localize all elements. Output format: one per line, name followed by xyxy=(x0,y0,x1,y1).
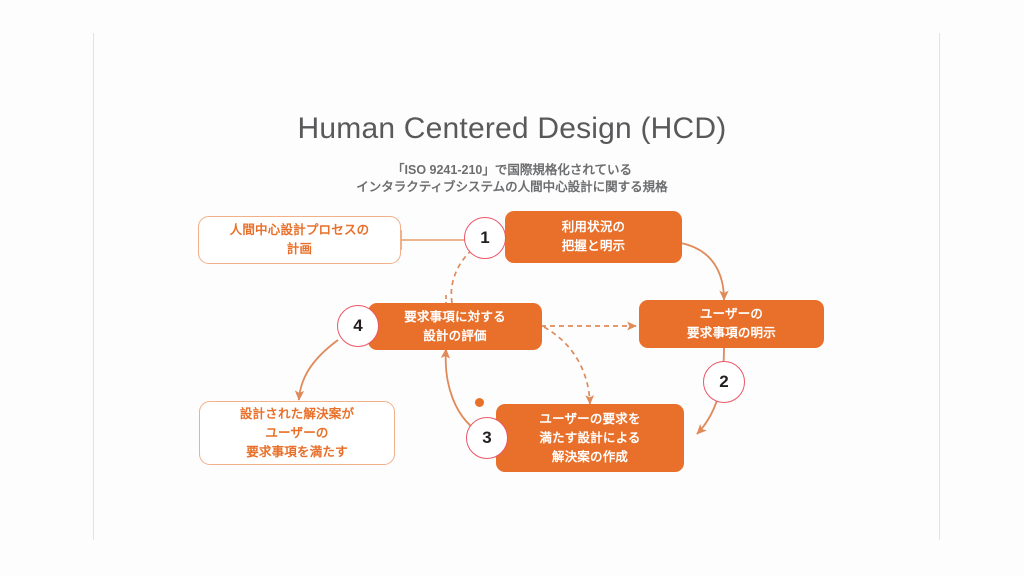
step-circle-3[interactable]: 3 xyxy=(466,417,508,459)
node-step4[interactable]: 要求事項に対する 設計の評価 xyxy=(368,303,542,350)
page-subtitle: 「ISO 9241-210」で国際規格化されている インタラクティブシステムの人… xyxy=(0,162,1024,196)
node-plan-line-1: 人間中心設計プロセスの xyxy=(229,223,370,237)
connector-step4-to-step1-dashed xyxy=(450,247,475,304)
node-step3-line-3: 解決案の作成 xyxy=(551,449,629,464)
connector-step4-to-satisfied xyxy=(294,339,339,401)
node-step2-line-2: 要求事項の明示 xyxy=(687,326,776,340)
node-step1-line-2: 把握と明示 xyxy=(561,239,626,253)
node-satisfied[interactable]: 設計された解決案が ユーザーの 要求事項を満たす xyxy=(199,401,395,465)
node-step3[interactable]: ユーザーの要求を 満たす設計による 解決案の作成 xyxy=(496,404,684,472)
step-circle-3-number: 3 xyxy=(482,428,492,447)
node-plan-line-2: 計画 xyxy=(286,242,313,256)
node-step4-line-1: 要求事項に対する xyxy=(404,309,506,324)
accent-dot-icon xyxy=(475,398,484,407)
subtitle-line-2: インタラクティブシステムの人間中心設計に関する規格 xyxy=(356,180,668,194)
step-circle-4-number: 4 xyxy=(353,316,363,335)
node-step1-line-1: 利用状況の xyxy=(561,220,626,234)
step-circle-2-number: 2 xyxy=(719,372,729,391)
node-satisfied-line-1: 設計された解決案が xyxy=(239,406,355,421)
connector-step4-to-step3-dashed xyxy=(543,326,595,405)
slide-frame-line-left xyxy=(93,33,94,540)
subtitle-line-1: 「ISO 9241-210」で国際規格化されている xyxy=(392,163,632,177)
step-circle-1-number: 1 xyxy=(480,228,490,247)
node-step1[interactable]: 利用状況の 把握と明示 xyxy=(505,211,682,263)
node-step2[interactable]: ユーザーの 要求事項の明示 xyxy=(639,300,824,348)
step-circle-4[interactable]: 4 xyxy=(337,305,379,347)
node-step3-line-1: ユーザーの要求を xyxy=(539,411,641,426)
step-circle-1[interactable]: 1 xyxy=(464,217,506,259)
step-circle-2[interactable]: 2 xyxy=(703,361,745,403)
node-satisfied-line-2: ユーザーの xyxy=(265,425,329,440)
slide-frame-line-right xyxy=(939,33,940,540)
node-step3-line-2: 満たす設計による xyxy=(539,430,641,445)
node-satisfied-line-3: 要求事項を満たす xyxy=(246,444,348,459)
connector-plan-to-step1 xyxy=(400,230,465,250)
connector-step1-to-step2 xyxy=(680,242,729,301)
page-title: Human Centered Design (HCD) xyxy=(297,112,727,145)
node-step2-line-1: ユーザーの xyxy=(699,307,764,321)
node-step4-line-2: 設計の評価 xyxy=(423,328,487,343)
node-plan[interactable]: 人間中心設計プロセスの 計画 xyxy=(198,216,401,264)
